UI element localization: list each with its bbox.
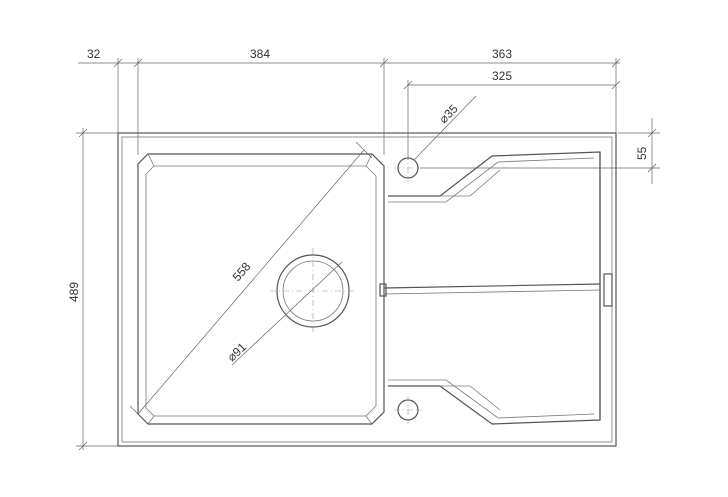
tick: [647, 128, 657, 138]
tick: [379, 58, 389, 68]
drainer-end-lip: [603, 273, 613, 307]
dim-label-91: ⌀91: [224, 340, 249, 364]
drainer-rib-inner: [440, 385, 501, 411]
drainer-outline: [388, 151, 601, 425]
dim-line-558: [137, 149, 365, 415]
tap-holes: ⌀35: [394, 95, 477, 424]
tick: [355, 141, 373, 159]
drainer-center-groove: [383, 283, 601, 289]
drainer-rib-bottom: [388, 379, 595, 419]
waste-drain: ⌀91: [224, 248, 356, 366]
tick: [129, 405, 147, 423]
overflow-slot: [379, 283, 387, 297]
bowl-inner: [145, 165, 377, 417]
dim-line-35: [413, 95, 477, 161]
bowl-corner-line: [147, 415, 155, 425]
top-dimensions: 32 384 363 325: [78, 47, 621, 160]
tick: [78, 128, 88, 138]
bowl-corner-line: [147, 153, 155, 167]
dim-line-91: [231, 261, 343, 366]
drainer-rib-inner: [440, 169, 501, 197]
bowl-corner-line: [365, 153, 373, 167]
right-dimensions: 55: [420, 118, 660, 184]
dim-label-325: 325: [492, 69, 512, 83]
sink-outer-edge: [117, 132, 617, 447]
dim-label-35: ⌀35: [436, 101, 461, 126]
sink-inner-edge: [121, 136, 613, 443]
dim-label-558: 558: [230, 259, 254, 284]
drainer-center-groove-lower: [383, 289, 601, 295]
sink-outline: [117, 132, 617, 447]
tick: [113, 58, 123, 68]
tick: [647, 163, 657, 173]
tick: [78, 441, 88, 451]
tick: [611, 58, 621, 68]
dim-label-384: 384: [250, 47, 270, 61]
bowl: [137, 153, 385, 425]
drainer-rib-top: [388, 157, 595, 203]
dim-label-363: 363: [492, 47, 512, 61]
drainer: [379, 151, 613, 425]
diagonal-dimension: 558: [129, 141, 373, 423]
dim-label-489: 489: [67, 282, 81, 302]
dim-label-32: 32: [87, 47, 101, 61]
tick: [133, 58, 143, 68]
left-dimensions: 489: [67, 128, 118, 451]
bowl-corner-line: [365, 415, 373, 425]
tick: [403, 80, 413, 90]
tick: [611, 80, 621, 90]
dim-label-55: 55: [635, 146, 649, 160]
bowl-rim: [137, 153, 385, 425]
